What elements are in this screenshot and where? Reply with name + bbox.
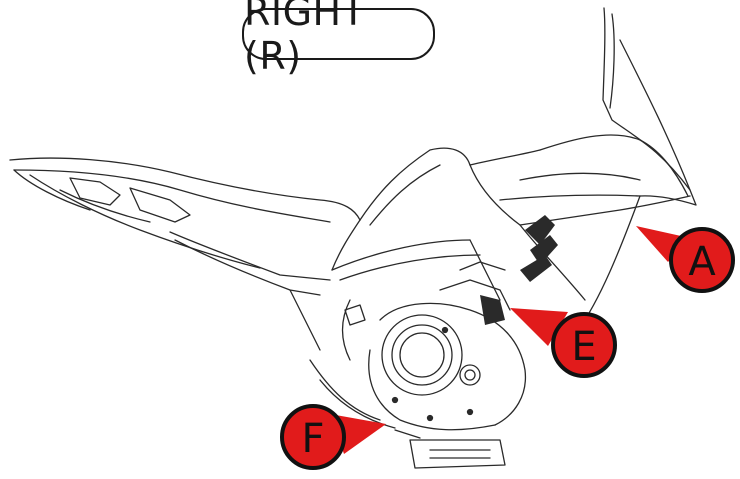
marker-e-label: E bbox=[571, 324, 596, 370]
marker-f: F bbox=[282, 406, 386, 468]
marker-a-label: A bbox=[688, 239, 716, 285]
marker-a: A bbox=[636, 226, 733, 291]
marker-f-label: F bbox=[301, 416, 324, 462]
marker-e: E bbox=[510, 308, 615, 376]
motorcycle-line-art bbox=[10, 8, 696, 468]
